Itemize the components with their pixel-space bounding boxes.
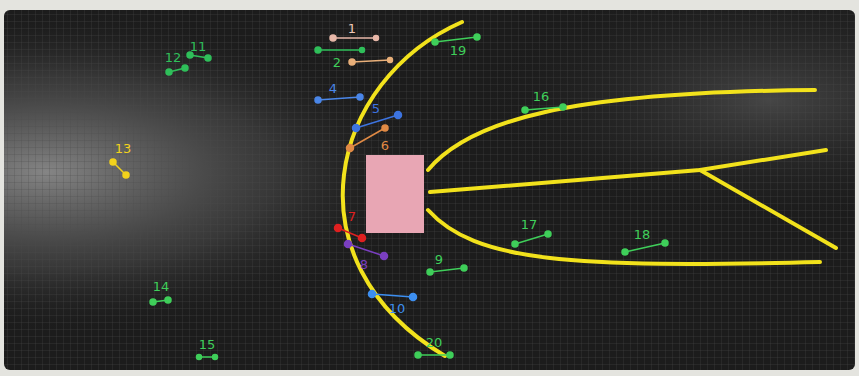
callout-number: 12 — [164, 51, 183, 64]
flow-lines — [343, 22, 836, 356]
callout-number: 6 — [380, 139, 390, 152]
callout-number: 7 — [347, 210, 357, 223]
callout-number: 11 — [189, 40, 208, 53]
callout-number: 18 — [633, 228, 652, 241]
obstacle-block — [366, 155, 424, 233]
callout-number: 10 — [388, 302, 407, 315]
callout-number: 2 — [332, 56, 342, 69]
particle-tracks — [110, 34, 668, 360]
callout-number: 13 — [114, 142, 133, 155]
callout-number: 16 — [532, 90, 551, 103]
callout-number: 17 — [520, 218, 539, 231]
callout-number: 15 — [198, 338, 217, 351]
callout-number: 19 — [449, 44, 468, 57]
callout-number: 20 — [425, 336, 444, 349]
callout-number: 5 — [371, 102, 381, 115]
callout-number: 14 — [152, 280, 171, 293]
callout-number: 8 — [359, 258, 369, 271]
callout-number: 9 — [434, 253, 444, 266]
callout-number: 1 — [347, 22, 357, 35]
callout-number: 4 — [328, 82, 338, 95]
